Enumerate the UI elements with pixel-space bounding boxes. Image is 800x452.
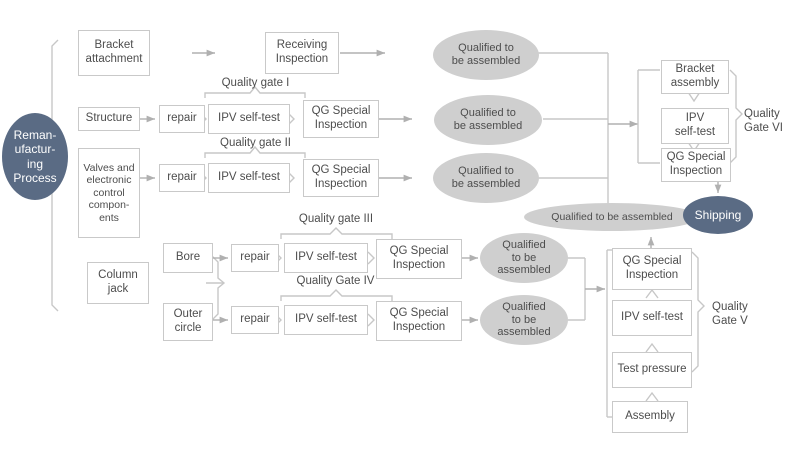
- gate-label-quality-gate-ii: Quality gate II: [220, 137, 291, 149]
- node-valves-qg-special-inspection[interactable]: QG Special Inspection: [303, 159, 379, 197]
- node-bore-qg-special-inspection[interactable]: QG Special Inspection: [376, 239, 462, 279]
- gate-label-quality-gate-v: Quality Gate V: [712, 301, 748, 328]
- gate-label-quality-gate-vi: Quality Gate VI: [744, 108, 783, 135]
- node-receiving-inspection[interactable]: Receiving Inspection: [265, 32, 339, 74]
- result-qualified-structure[interactable]: Qualified to be assembled: [434, 95, 542, 145]
- gate-label-quality-gate-iv: Quality Gate IV: [296, 275, 375, 287]
- result-qualified-gatev[interactable]: Qualified to be assembled: [524, 203, 700, 231]
- end-node-shipping[interactable]: Shipping: [683, 196, 753, 234]
- node-column-jack[interactable]: Column jack: [87, 262, 149, 304]
- node-gatevi-ipv-self-test[interactable]: IPV self-test: [661, 108, 729, 144]
- node-structure-qg-special-inspection[interactable]: QG Special Inspection: [303, 100, 379, 138]
- node-outer-circle-qg-special-inspection[interactable]: QG Special Inspection: [376, 301, 462, 341]
- node-outer-circle-repair[interactable]: repair: [231, 306, 279, 334]
- node-gatev-ipv-self-test[interactable]: IPV self-test: [612, 300, 692, 336]
- node-gatev-assembly[interactable]: Assembly: [612, 401, 688, 433]
- node-gatevi-qg-special-inspection[interactable]: QG Special Inspection: [661, 148, 731, 182]
- node-structure[interactable]: Structure: [78, 107, 140, 131]
- result-qualified-valves[interactable]: Qualified to be assembled: [433, 153, 539, 203]
- node-bore-repair[interactable]: repair: [231, 244, 279, 272]
- node-outer-circle[interactable]: Outer circle: [163, 303, 213, 341]
- node-gatev-test-pressure[interactable]: Test pressure: [612, 352, 692, 388]
- result-qualified-bore[interactable]: Qualified to be assembled: [480, 233, 568, 283]
- gate-label-quality-gate-i: Quality gate I: [221, 77, 290, 89]
- node-valves-and-electronic-control-components[interactable]: Valves and electronic control compon- en…: [78, 148, 140, 238]
- gate-label-quality-gate-iii: Quality gate III: [298, 213, 374, 225]
- result-qualified-outer-circle[interactable]: Qualified to be assembled: [480, 295, 568, 345]
- node-bracket-attachment[interactable]: Bracket attachment: [78, 30, 150, 76]
- node-valves-ipv-self-test[interactable]: IPV self-test: [208, 163, 290, 193]
- node-bore-ipv-self-test[interactable]: IPV self-test: [284, 243, 368, 273]
- node-structure-ipv-self-test[interactable]: IPV self-test: [208, 104, 290, 134]
- node-gatevi-bracket-assembly[interactable]: Bracket assembly: [661, 60, 729, 94]
- node-outer-circle-ipv-self-test[interactable]: IPV self-test: [284, 305, 368, 335]
- start-node[interactable]: Reman- ufactur- ing Process: [2, 113, 68, 200]
- node-valves-repair[interactable]: repair: [159, 164, 205, 192]
- node-structure-repair[interactable]: repair: [159, 105, 205, 133]
- node-bore[interactable]: Bore: [163, 243, 213, 273]
- result-qualified-bracket[interactable]: Qualified to be assembled: [433, 30, 539, 80]
- node-gatev-qg-special-inspection[interactable]: QG Special Inspection: [612, 248, 692, 290]
